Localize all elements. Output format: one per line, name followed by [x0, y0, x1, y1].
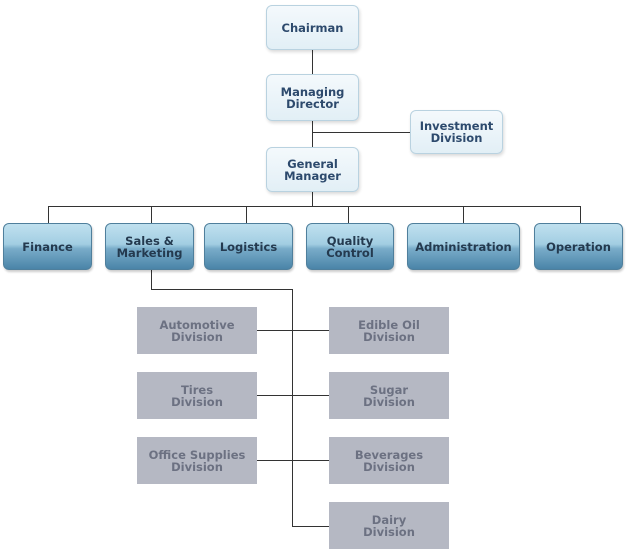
node-label: Logistics: [219, 239, 278, 254]
node-finance[interactable]: Finance: [3, 223, 92, 270]
node-tires-division[interactable]: Tires Division: [137, 372, 257, 419]
node-administration[interactable]: Administration: [407, 223, 520, 270]
node-investment-division[interactable]: Investment Division: [410, 110, 503, 154]
node-label: Tires Division: [171, 382, 223, 409]
node-edible-oil-division[interactable]: Edible Oil Division: [329, 307, 449, 354]
connector-dept-bus: [48, 206, 580, 207]
connector-investment: [312, 132, 410, 133]
node-beverages-division[interactable]: Beverages Division: [329, 437, 449, 484]
node-dairy-division[interactable]: Dairy Division: [329, 502, 449, 549]
node-sugar-division[interactable]: Sugar Division: [329, 372, 449, 419]
connector-quality: [348, 206, 349, 223]
node-automotive-division[interactable]: Automotive Division: [137, 307, 257, 354]
node-label: Quality Control: [326, 233, 374, 260]
node-label: Beverages Division: [354, 447, 424, 474]
node-label: Finance: [22, 239, 73, 254]
node-label: Investment Division: [419, 119, 494, 145]
node-label: Sales & Marketing: [116, 233, 183, 260]
node-label: Office Supplies Division: [148, 447, 246, 474]
connector-finance: [48, 206, 49, 223]
node-operation[interactable]: Operation: [534, 223, 623, 270]
connector-division-trunk: [292, 289, 293, 527]
node-label: Automotive Division: [159, 317, 235, 344]
connector-logistics: [246, 206, 247, 223]
node-label: Edible Oil Division: [358, 317, 420, 344]
node-label: Operation: [546, 239, 611, 254]
connector-chairman-md: [312, 50, 313, 74]
connector-row1: [257, 330, 329, 331]
connector-md-gm: [312, 121, 313, 147]
connector-admin: [463, 206, 464, 223]
connector-sales-down: [151, 270, 152, 290]
node-label: Managing Director: [280, 84, 345, 111]
node-label: General Manager: [284, 156, 341, 183]
connector-row3: [257, 460, 329, 461]
node-office-supplies-division[interactable]: Office Supplies Division: [137, 437, 257, 484]
node-chairman[interactable]: Chairman: [266, 5, 359, 50]
connector-row2: [257, 395, 329, 396]
node-label: Chairman: [281, 20, 344, 35]
connector-sales-horizontal: [151, 289, 293, 290]
node-quality-control[interactable]: Quality Control: [306, 223, 394, 270]
connector-sales: [151, 206, 152, 223]
node-label: Dairy Division: [363, 512, 415, 539]
node-label: Administration: [415, 239, 512, 254]
connector-gm-down: [312, 192, 313, 207]
connector-operation: [580, 206, 581, 223]
node-sales-marketing[interactable]: Sales & Marketing: [105, 223, 194, 270]
connector-dairy: [292, 526, 329, 527]
node-general-manager[interactable]: General Manager: [266, 147, 359, 192]
node-managing-director[interactable]: Managing Director: [266, 74, 359, 121]
node-label: Sugar Division: [363, 382, 415, 409]
node-logistics[interactable]: Logistics: [204, 223, 293, 270]
